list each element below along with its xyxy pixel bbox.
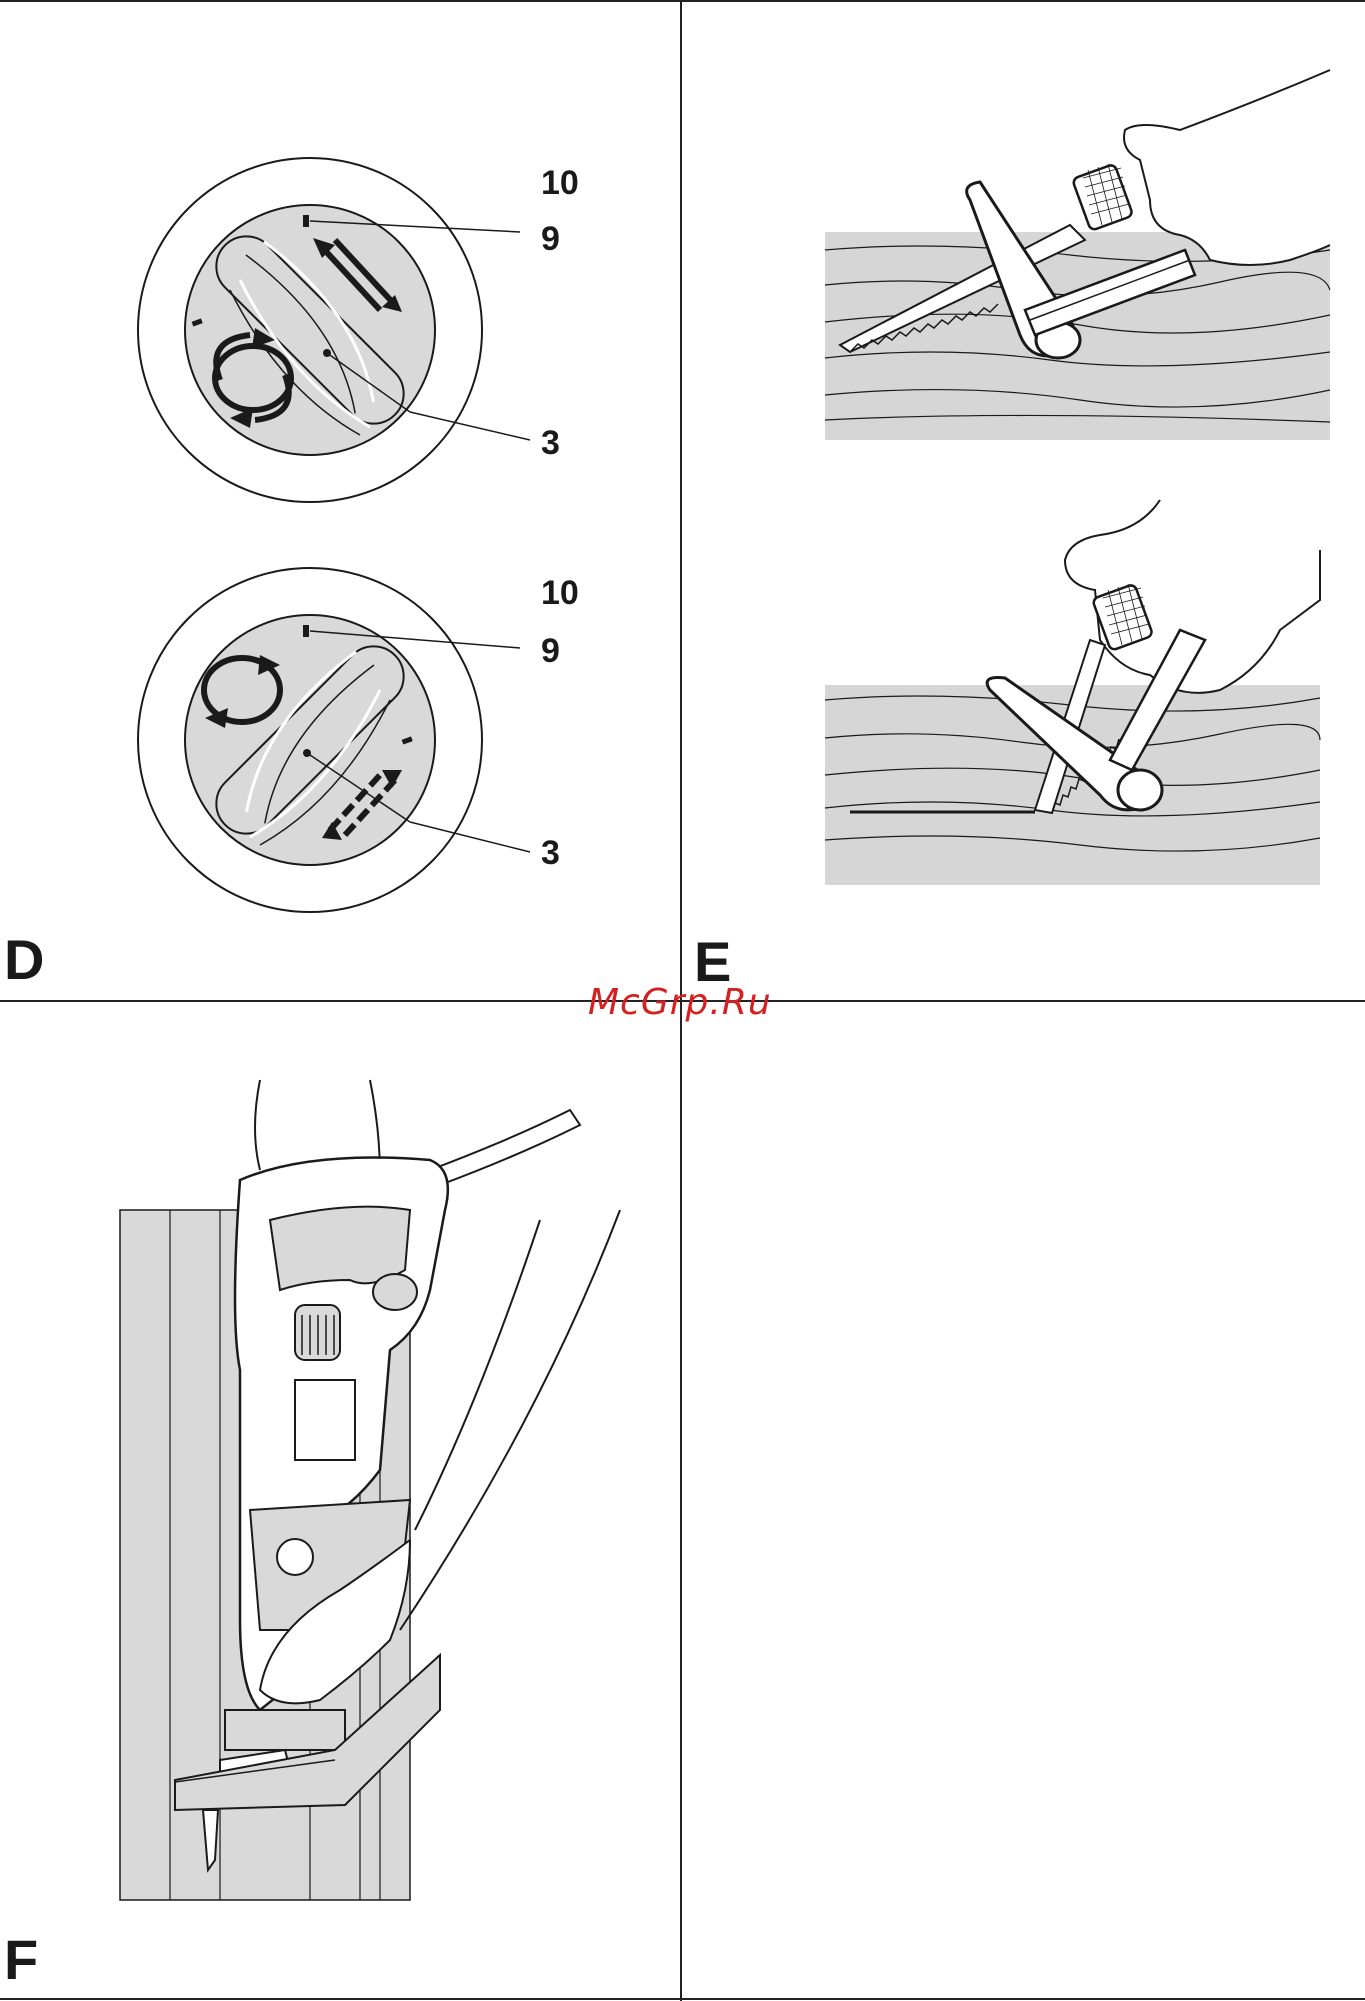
knob-index-mark bbox=[303, 215, 309, 227]
callout-10-bottom: 10 bbox=[541, 576, 579, 610]
watermark: McGrp.Ru bbox=[588, 982, 772, 1023]
callout-3-bottom: 3 bbox=[541, 836, 560, 870]
callout-9-bottom: 9 bbox=[541, 634, 560, 668]
top-border bbox=[0, 0, 1365, 2]
bottom-border bbox=[0, 1998, 1365, 2000]
saw-usage-figure bbox=[110, 1070, 650, 1910]
power-cord bbox=[430, 1110, 580, 1185]
panel-label-f: F bbox=[4, 1932, 38, 1988]
knurled-knob bbox=[1072, 164, 1133, 231]
dial-figure-bottom bbox=[110, 560, 610, 930]
plunge-cut-figure-top bbox=[820, 60, 1340, 450]
panel-label-d: D bbox=[4, 932, 44, 988]
callout-10-top: 10 bbox=[541, 166, 579, 200]
callout-9-top: 9 bbox=[541, 222, 560, 256]
dial-figure-top bbox=[110, 150, 610, 520]
callout-3-top: 3 bbox=[541, 426, 560, 460]
mode-dial bbox=[373, 1274, 417, 1310]
plunge-cut-figure-bottom bbox=[820, 490, 1340, 900]
knob-index-mark bbox=[303, 625, 309, 637]
barrel-screw bbox=[277, 1539, 313, 1575]
